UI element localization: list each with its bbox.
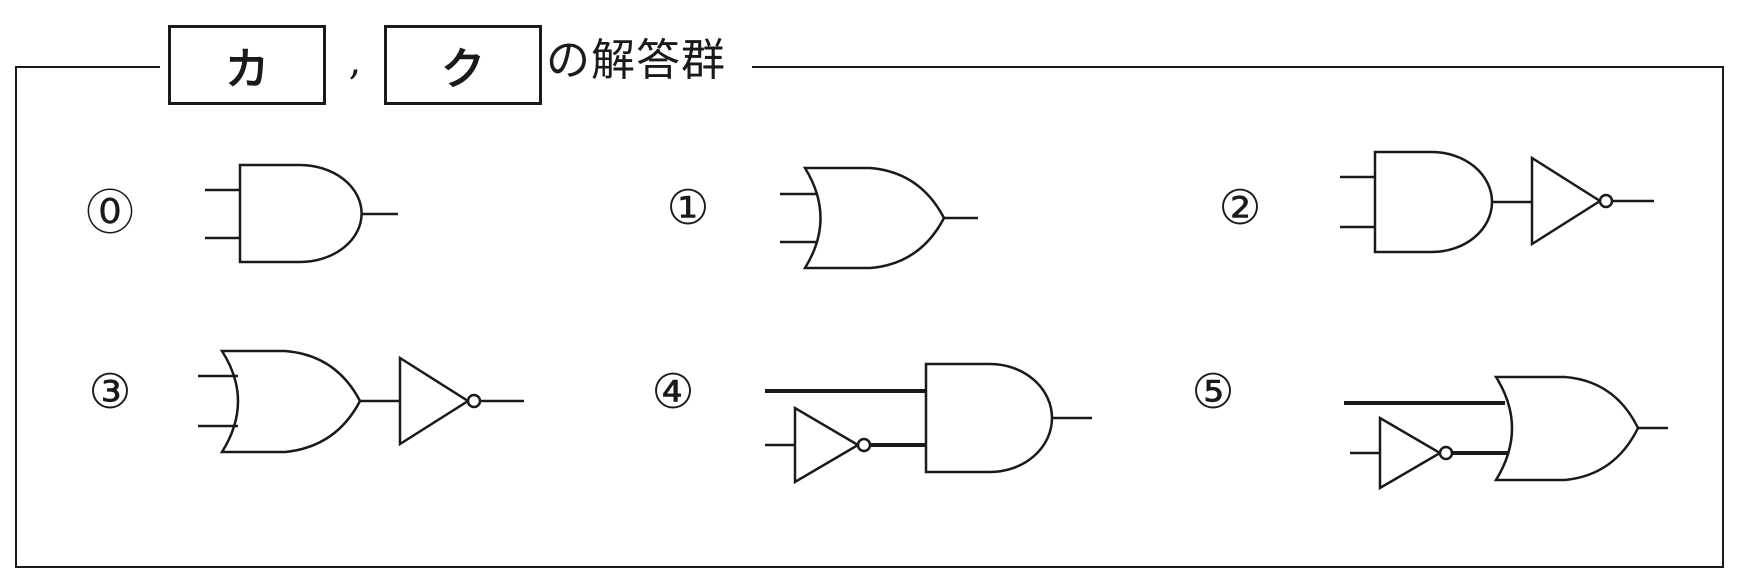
option-label-5: ⑤ bbox=[1191, 364, 1235, 420]
answer-choices-frame bbox=[15, 66, 1724, 568]
option-label-0: ⓪ bbox=[85, 185, 134, 241]
heading-suffix: の解答群 bbox=[546, 35, 726, 86]
answer-box-ku: ク bbox=[384, 25, 542, 105]
heading-separator: , bbox=[348, 38, 362, 84]
option-label-4: ④ bbox=[651, 364, 695, 420]
answer-box-ka: カ bbox=[168, 25, 326, 105]
option-label-3: ③ bbox=[88, 364, 132, 420]
option-label-1: ① bbox=[666, 180, 710, 236]
option-label-2: ② bbox=[1218, 180, 1262, 236]
answer-group-heading: カ , ク の解答群 bbox=[160, 20, 752, 110]
